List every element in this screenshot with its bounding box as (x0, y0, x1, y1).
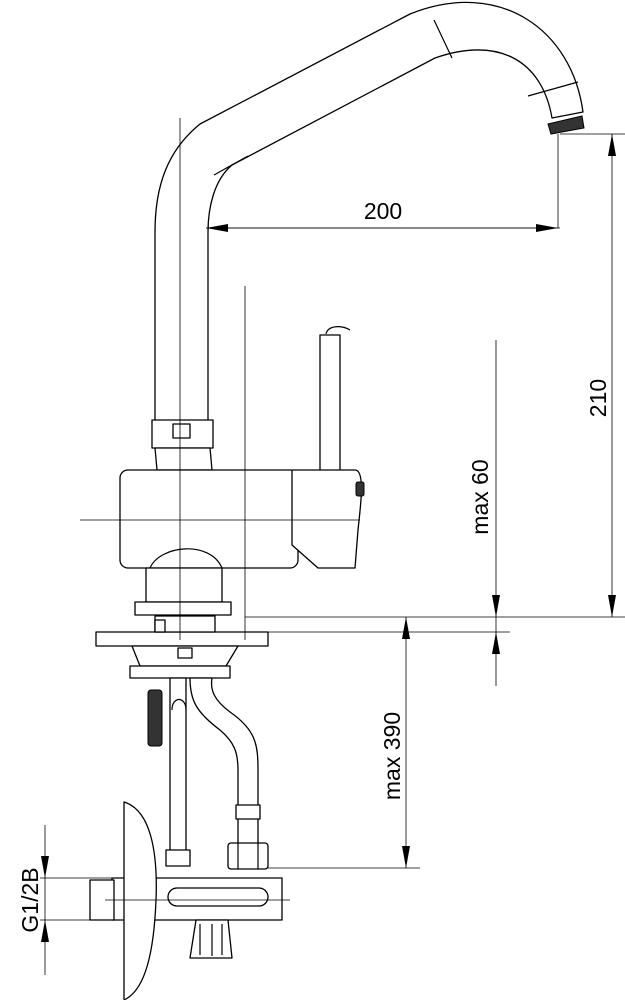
faucet-base (145, 567, 223, 603)
hose-right (189, 677, 259, 846)
faucet-outline (89, 1, 585, 1000)
dimension-spout-height-label: 210 (585, 379, 611, 417)
wall-escutcheon (123, 801, 157, 1000)
dimension-thread: G1/2B (17, 825, 49, 975)
dimension-counter-thickness: max 60 (467, 340, 500, 686)
dimension-counter-thickness-label: max 60 (467, 459, 493, 534)
lever-handle (319, 334, 341, 476)
dimension-hose-length: max 390 (379, 617, 410, 868)
dimension-thread-label: G1/2B (17, 867, 43, 932)
aerator (547, 115, 585, 135)
lever-cartridge-housing (291, 469, 363, 569)
hose-left (169, 677, 187, 853)
dimension-reach: 200 (206, 198, 558, 232)
dimension-reach-label: 200 (364, 198, 402, 224)
spout (154, 1, 584, 423)
dimension-hose-length-label: max 390 (379, 712, 405, 800)
hose-clip (147, 689, 163, 747)
dimension-spout-height: 210 (585, 134, 616, 617)
mounting-plate (95, 631, 269, 647)
